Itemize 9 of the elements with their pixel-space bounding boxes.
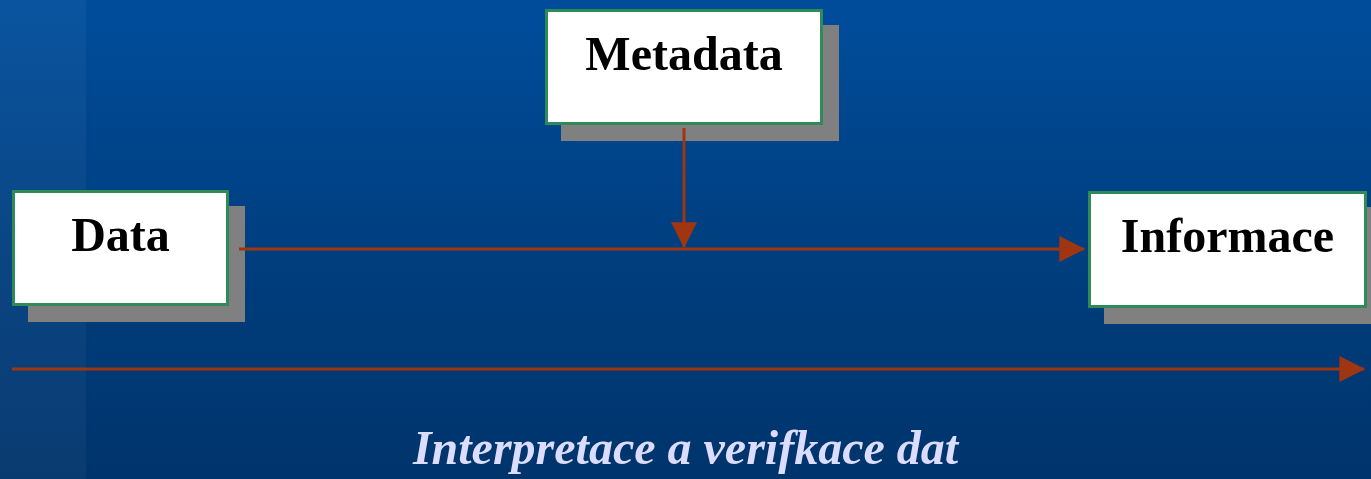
box-label: Informace [1120, 208, 1335, 264]
box-label: Data [71, 207, 170, 263]
arrow [671, 128, 697, 249]
process-box [1088, 191, 1367, 308]
process-box [12, 190, 229, 306]
caption-text: Interpretace a verifkace dat [412, 421, 959, 474]
arrow [239, 236, 1086, 262]
process-box [545, 9, 823, 125]
box-label: Metadata [585, 26, 783, 82]
